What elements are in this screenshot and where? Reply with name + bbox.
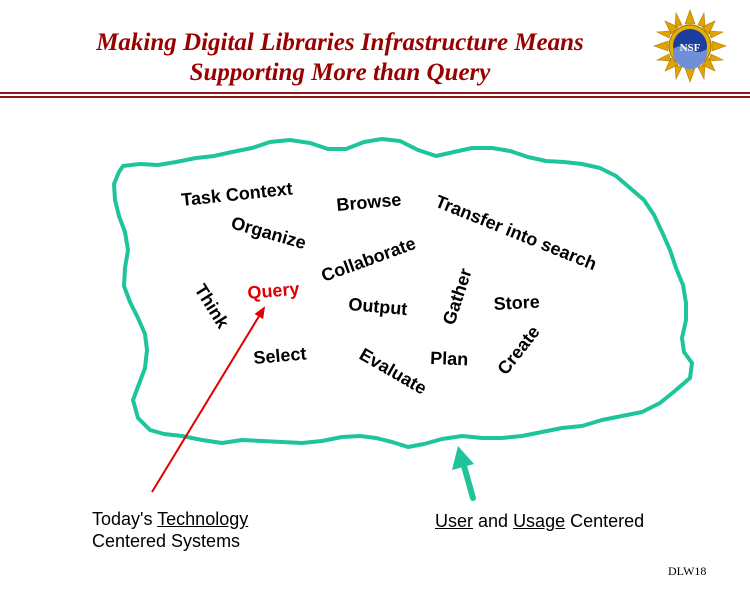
caption-technology-centered: Today's Technology Centered Systems: [92, 508, 248, 552]
caption-technology-line2: Centered Systems: [92, 531, 241, 551]
word-select: Select: [253, 343, 308, 368]
word-browse: Browse: [336, 189, 403, 215]
word-transfer-into-search: Transfer into search: [433, 191, 600, 274]
word-collaborate: Collaborate: [319, 233, 419, 286]
title-divider-bottom: [0, 96, 750, 98]
slide-title-line2: Supporting More than Query: [189, 59, 491, 86]
word-output: Output: [348, 294, 409, 319]
caption-technology-line1: Today's Technology: [92, 509, 249, 529]
slide-title-line1: Making Digital Libraries Infrastructure …: [96, 29, 584, 56]
title-divider-top: [0, 92, 750, 94]
word-plan: Plan: [430, 348, 469, 369]
red-arrow: [151, 306, 266, 493]
word-create: Create: [493, 322, 543, 378]
word-store: Store: [493, 292, 540, 314]
word-query: Query: [247, 279, 301, 303]
word-think: Think: [191, 281, 234, 333]
caption-technology-underlined: Technology: [157, 509, 249, 529]
word-evaluate: Evaluate: [356, 344, 430, 398]
teal-arrow: [452, 446, 476, 501]
caption-user-usage-centered: User and Usage Centered: [435, 511, 645, 531]
word-organize: Organize: [229, 213, 309, 253]
word-task-context: Task Context: [180, 178, 293, 210]
word-gather: Gather: [439, 266, 476, 327]
slide-code: DLW18: [668, 564, 707, 578]
cloud-outline: [112, 137, 694, 449]
nsf-logo-text: NSF: [680, 42, 701, 54]
caption-usage-underlined: Usage: [513, 511, 566, 531]
caption-user-underlined: User: [435, 511, 474, 531]
nsf-logo-icon: NSF: [653, 9, 727, 83]
